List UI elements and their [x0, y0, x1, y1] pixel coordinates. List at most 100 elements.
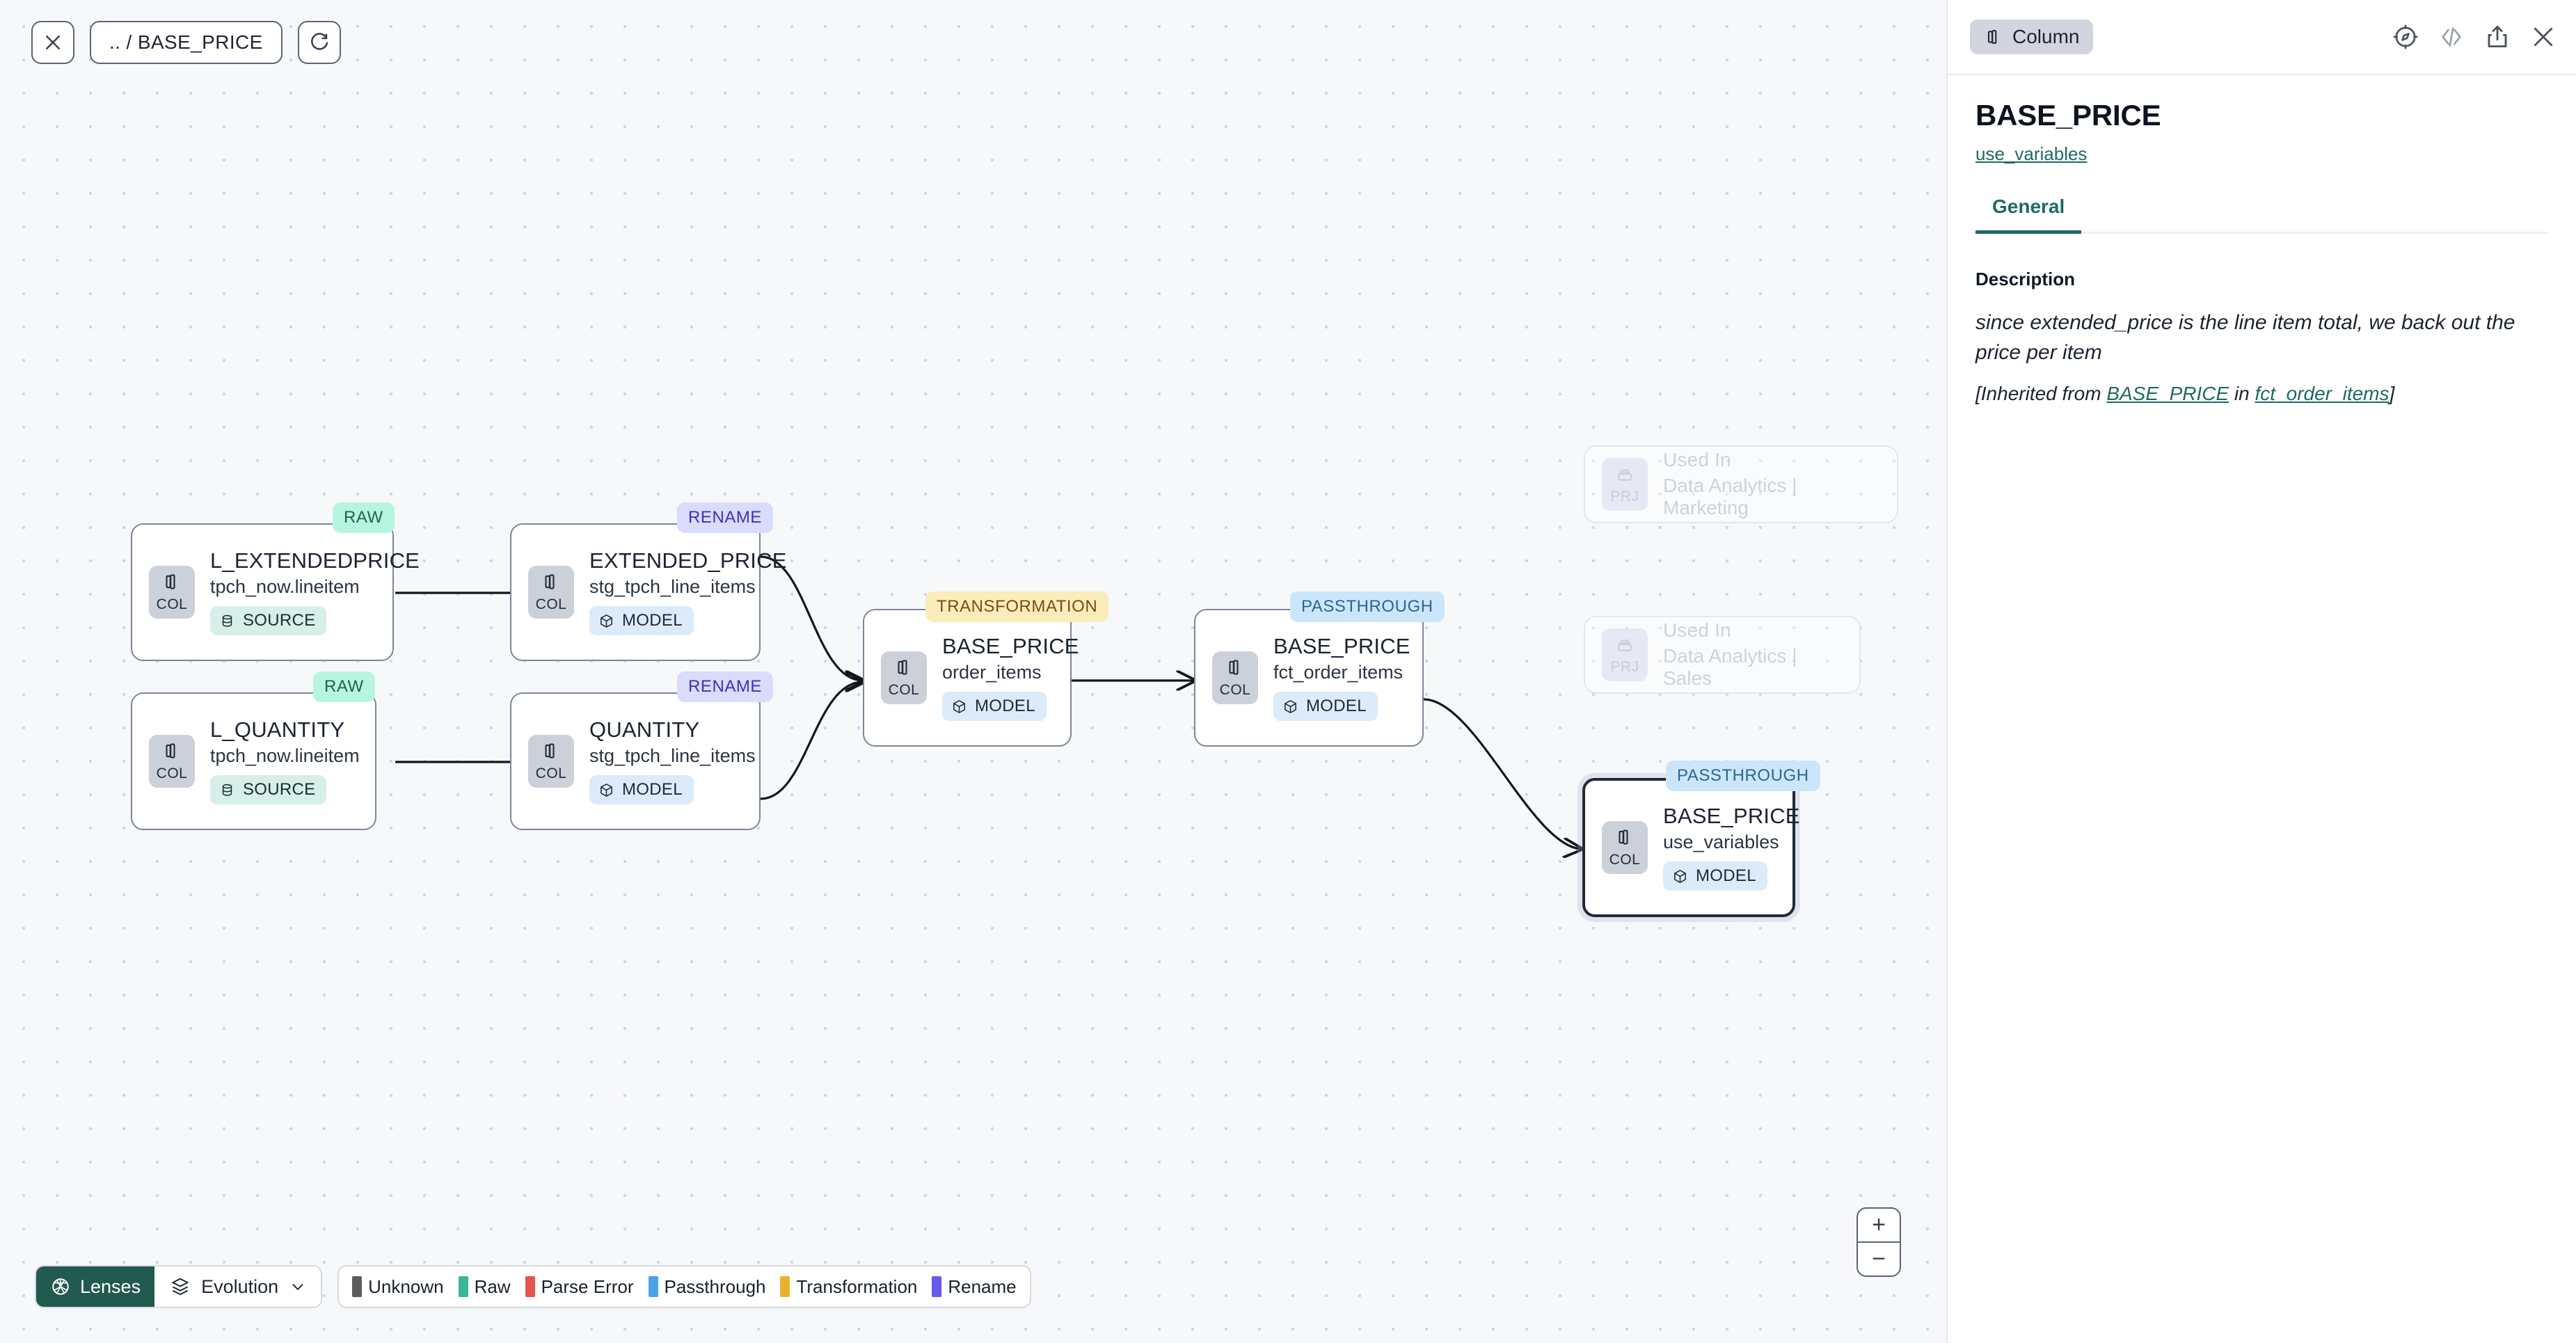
node-subtitle: Data Analytics | Marketing [1663, 474, 1797, 518]
node-icon-label: COL [1609, 852, 1641, 868]
legend-item[interactable]: Raw [458, 1276, 511, 1298]
chip-label: SOURCE [243, 780, 316, 800]
zoom-controls: + − [1857, 1207, 1901, 1277]
parent-model-link[interactable]: use_variables [1975, 143, 2088, 164]
lenses-group: Lenses Evolution [35, 1265, 323, 1308]
node-badge-raw: RAW [333, 502, 395, 533]
node-quantity[interactable]: COL QUANTITY stg_tpch_line_items MODEL [510, 692, 761, 830]
inherited-suffix: ] [2389, 383, 2395, 405]
column-glyph [161, 740, 182, 764]
column-glyph [541, 571, 562, 595]
evolution-dropdown[interactable]: Evolution [154, 1266, 321, 1307]
node-title: QUANTITY [589, 717, 700, 742]
database-icon [222, 784, 232, 796]
col-icon: COL [528, 735, 574, 788]
node-l-extendedprice[interactable]: COL L_EXTENDEDPRICE tpch_now.lineitem SO… [131, 523, 420, 661]
node-chip-model: MODEL [589, 775, 694, 805]
node-used-in-sales[interactable]: PRJ Used In Data Analytics | Sales [1584, 616, 1861, 694]
node-title: BASE_PRICE [942, 633, 1079, 658]
description-section: Description since extended_price is the … [1975, 269, 2548, 405]
evolution-label: Evolution [201, 1276, 279, 1297]
legend-swatch [525, 1276, 535, 1297]
refresh-button[interactable] [297, 21, 341, 64]
prj-icon: PRJ [1602, 458, 1648, 511]
node-badge-rename: RENAME [677, 672, 773, 702]
node-used-in-marketing[interactable]: PRJ Used In Data Analytics | Marketing [1584, 445, 1898, 523]
chip-label: MODEL [1696, 866, 1756, 886]
panel-tabs: General [1975, 196, 2548, 234]
breadcrumb[interactable]: .. / BASE_PRICE [90, 21, 283, 64]
node-base-price-use-variables[interactable]: COL BASE_PRICE use_variables MODEL [1582, 778, 1800, 917]
cube-icon [1285, 699, 1296, 713]
node-subtitle: use_variables [1663, 832, 1779, 853]
zoom-out-button[interactable]: − [1872, 1246, 1886, 1272]
node-subtitle: tpch_now.lineitem [210, 576, 360, 598]
node-title: BASE_PRICE [1273, 633, 1410, 658]
inherited-model-link[interactable]: fct_order_items [2255, 383, 2390, 405]
node-base-price-order-items[interactable]: COL BASE_PRICE order_items MODEL [863, 609, 1079, 747]
close-button[interactable] [31, 21, 74, 64]
page-title: BASE_PRICE [1975, 99, 2161, 132]
node-chip-model: MODEL [1663, 861, 1767, 891]
column-icon [1988, 30, 1997, 44]
chip-label: MODEL [622, 780, 683, 800]
legend-swatch [648, 1276, 658, 1297]
node-chip-source: SOURCE [210, 606, 327, 636]
inherited-prefix: [Inherited from [1975, 383, 2107, 405]
lenses-button[interactable]: Lenses [36, 1266, 155, 1307]
lenses-label: Lenses [80, 1276, 141, 1297]
panel-header-actions [2392, 24, 2557, 50]
refresh-icon [310, 33, 328, 50]
details-panel-header: Column [1948, 0, 2576, 75]
node-subtitle: order_items [942, 662, 1042, 683]
lineage-canvas[interactable]: .. / BASE_PRICE PRJ U [0, 0, 1946, 1343]
node-icon-label: COL [156, 596, 188, 612]
column-glyph [893, 657, 914, 681]
inherited-from-note: [Inherited from BASE_PRICE in fct_order_… [1975, 383, 2548, 405]
close-panel-icon[interactable] [2530, 24, 2557, 50]
legend-item[interactable]: Rename [932, 1276, 1017, 1298]
node-subtitle: stg_tpch_line_items [589, 576, 756, 598]
code-icon[interactable] [2438, 24, 2465, 50]
canvas-controls: .. / BASE_PRICE [31, 21, 341, 64]
node-subtitle: fct_order_items [1273, 662, 1404, 683]
col-icon: COL [149, 735, 195, 788]
legend-swatch [458, 1276, 468, 1297]
legend-item[interactable]: Unknown [352, 1276, 444, 1298]
legend-label: Passthrough [664, 1276, 766, 1297]
inherited-middle: in [2229, 383, 2255, 405]
description-text: since extended_price is the line item to… [1975, 311, 2515, 364]
description-label: Description [1975, 269, 2076, 289]
entity-type-pill: Column [1970, 19, 2094, 54]
explore-compass-icon[interactable] [2392, 24, 2419, 50]
node-chip-model: MODEL [589, 606, 694, 636]
legend-item[interactable]: Passthrough [648, 1276, 766, 1298]
zoom-in-button[interactable]: + [1858, 1209, 1900, 1243]
node-badge-raw: RAW [313, 672, 375, 702]
column-glyph [541, 740, 562, 764]
cube-icon [601, 783, 612, 797]
database-icon [222, 614, 232, 627]
node-icon-label: COL [535, 765, 567, 781]
prj-icon: PRJ [1602, 628, 1648, 681]
inherited-column-link[interactable]: BASE_PRICE [2106, 383, 2229, 405]
cube-icon [1674, 869, 1686, 883]
chip-label: MODEL [1306, 697, 1367, 716]
node-extended-price[interactable]: COL EXTENDED_PRICE stg_tpch_line_items M… [510, 523, 786, 661]
node-icon-label: COL [888, 682, 920, 698]
node-title: L_EXTENDEDPRICE [210, 548, 420, 573]
node-badge-rename: RENAME [677, 502, 773, 533]
node-base-price-fct-order-items[interactable]: COL BASE_PRICE fct_order_items MODEL [1194, 609, 1424, 747]
node-icon-label: PRJ [1610, 659, 1639, 675]
column-glyph [1225, 657, 1246, 681]
details-panel: Column [1946, 0, 2576, 1343]
legend-item[interactable]: Parse Error [525, 1276, 634, 1298]
legend-item[interactable]: Transformation [780, 1276, 917, 1298]
share-icon[interactable] [2484, 24, 2511, 50]
legend-swatch [780, 1276, 790, 1297]
lineage-legend: Unknown Raw Parse Error Passthrough Transfor… [337, 1265, 1031, 1308]
node-l-quantity[interactable]: COL L_QUANTITY tpch_now.lineitem SOURCE [131, 692, 376, 830]
chip-label: SOURCE [243, 611, 316, 630]
node-title: Used In [1663, 448, 1731, 470]
tab-general[interactable]: General [1975, 196, 2082, 234]
